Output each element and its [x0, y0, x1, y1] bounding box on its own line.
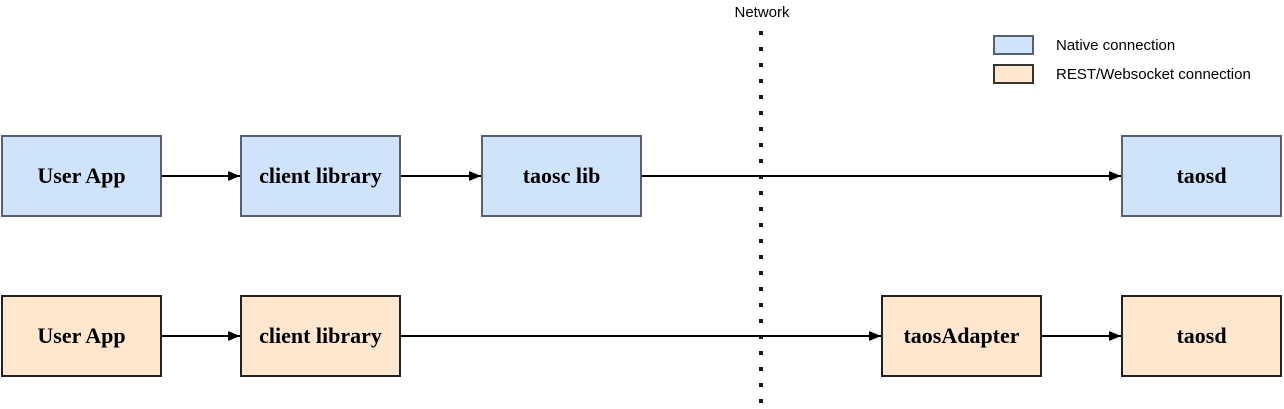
node-taosd-native: taosd — [1121, 135, 1282, 217]
network-divider-line — [759, 31, 763, 407]
node-user-app-native: User App — [1, 135, 162, 217]
arrow-clientlibrary-to-taosadapter — [401, 331, 881, 341]
arrow-userapp-to-clientlibrary-rest — [162, 331, 240, 341]
arrow-clientlibrary-to-taosclib — [401, 171, 481, 181]
node-user-app-rest: User App — [1, 295, 162, 377]
node-taosd-rest: taosd — [1121, 295, 1282, 377]
node-taosadapter: taosAdapter — [881, 295, 1042, 377]
legend-label-rest: REST/Websocket connection — [1056, 65, 1251, 83]
legend-item-rest: REST/Websocket connection — [993, 64, 1251, 84]
native-connection-swatch — [993, 35, 1034, 55]
arrow-userapp-to-clientlibrary-native — [162, 171, 240, 181]
network-label: Network — [734, 4, 790, 21]
node-client-library-rest: client library — [240, 295, 401, 377]
legend-label-native: Native connection — [1056, 36, 1176, 54]
arrow-taosclib-to-taosd — [642, 171, 1121, 181]
node-taosc-lib: taosc lib — [481, 135, 642, 217]
rest-connection-swatch — [993, 64, 1034, 84]
legend-item-native: Native connection — [993, 35, 1175, 55]
node-client-library-native: client library — [240, 135, 401, 217]
arrow-taosadapter-to-taosd — [1042, 331, 1121, 341]
